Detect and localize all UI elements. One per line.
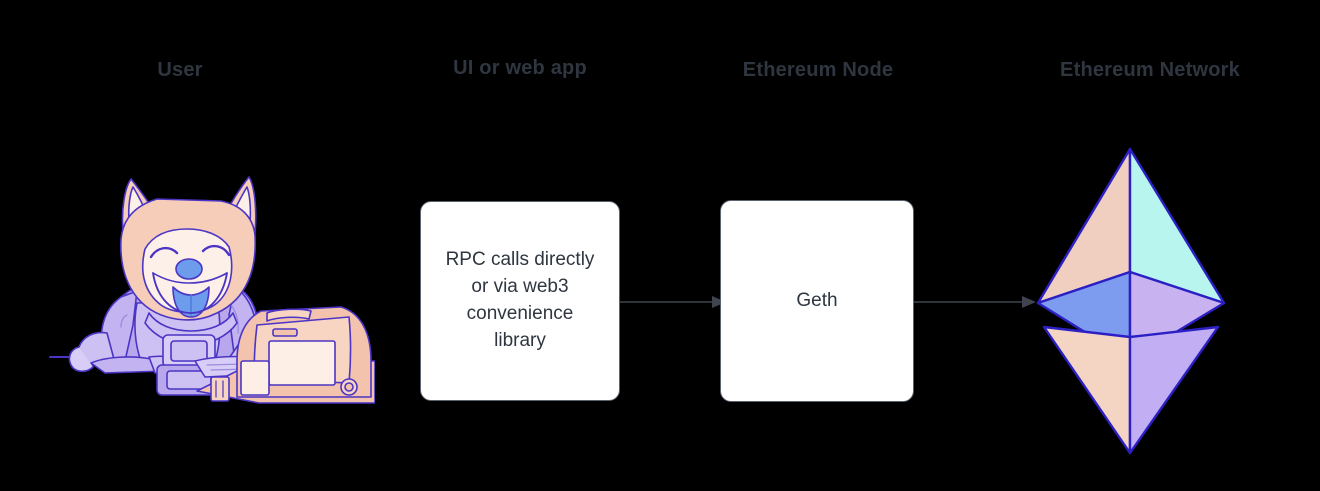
ethereum-diamond-logo [1030, 142, 1232, 460]
arrow-geth-to-network [914, 294, 1036, 310]
shiba-inu-at-computer-illustration [45, 165, 376, 410]
node-box-rpc[interactable]: RPC calls directly or via web3 convenien… [420, 201, 620, 401]
column-title-ethereum-node: Ethereum Node [742, 59, 894, 81]
column-title-ethereum-network: Ethereum Network [1060, 59, 1240, 81]
column-title-user: User [157, 59, 203, 81]
node-label-geth: Geth [796, 289, 838, 311]
column-title-ui-or-web-app: UI or web app [453, 57, 587, 79]
arrow-rpc-to-geth [620, 294, 726, 310]
node-label-rpc: RPC calls directly or via web3 convenien… [445, 249, 595, 351]
node-box-geth[interactable]: Geth [720, 200, 914, 402]
